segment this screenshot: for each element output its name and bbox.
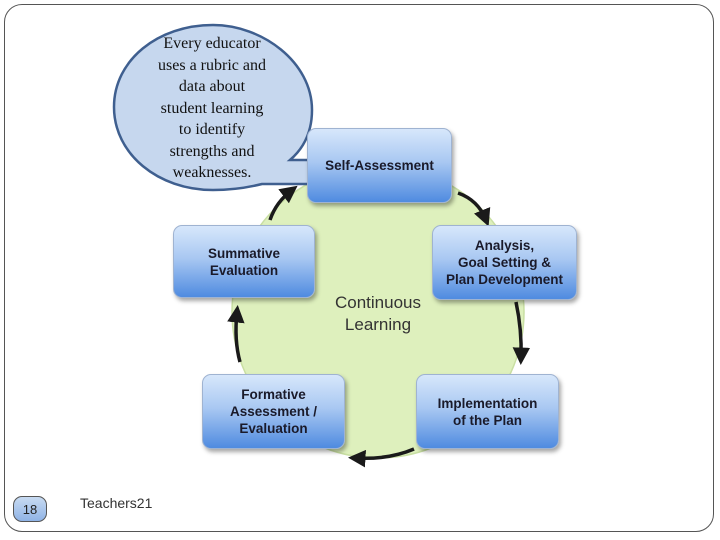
stage-summative: Summative Evaluation	[173, 225, 315, 298]
stage-formative-label: Formative Assessment / Evaluation	[229, 387, 318, 436]
stage-implementation-label: Implementation of the Plan	[437, 395, 538, 428]
arrow-self-to-analysis	[457, 191, 491, 227]
stage-self-assessment: Self-Assessment	[307, 128, 452, 203]
stage-analysis: Analysis, Goal Setting & Plan Developmen…	[432, 225, 577, 300]
slide-number: 18	[13, 496, 47, 522]
stage-implementation: Implementation of the Plan	[416, 374, 559, 449]
speech-callout-bubble	[112, 23, 314, 192]
arrow-implementation-to-formative	[348, 447, 415, 468]
callout-text: Every educator uses a rubric and data ab…	[158, 35, 266, 181]
arrow-summative-to-self	[268, 185, 298, 221]
stage-self-assessment-label: Self-Assessment	[325, 158, 434, 173]
stage-summative-label: Summative Evaluation	[207, 245, 281, 278]
slide-frame	[4, 4, 714, 532]
footer-text: Teachers21	[80, 495, 153, 511]
center-label: Continuous Learning	[334, 293, 421, 334]
arrow-formative-to-summative	[227, 305, 245, 363]
stage-analysis-label: Analysis, Goal Setting & Plan Developmen…	[445, 238, 564, 287]
arrow-analysis-to-implementation	[512, 301, 531, 365]
stage-formative: Formative Assessment / Evaluation	[202, 374, 345, 449]
